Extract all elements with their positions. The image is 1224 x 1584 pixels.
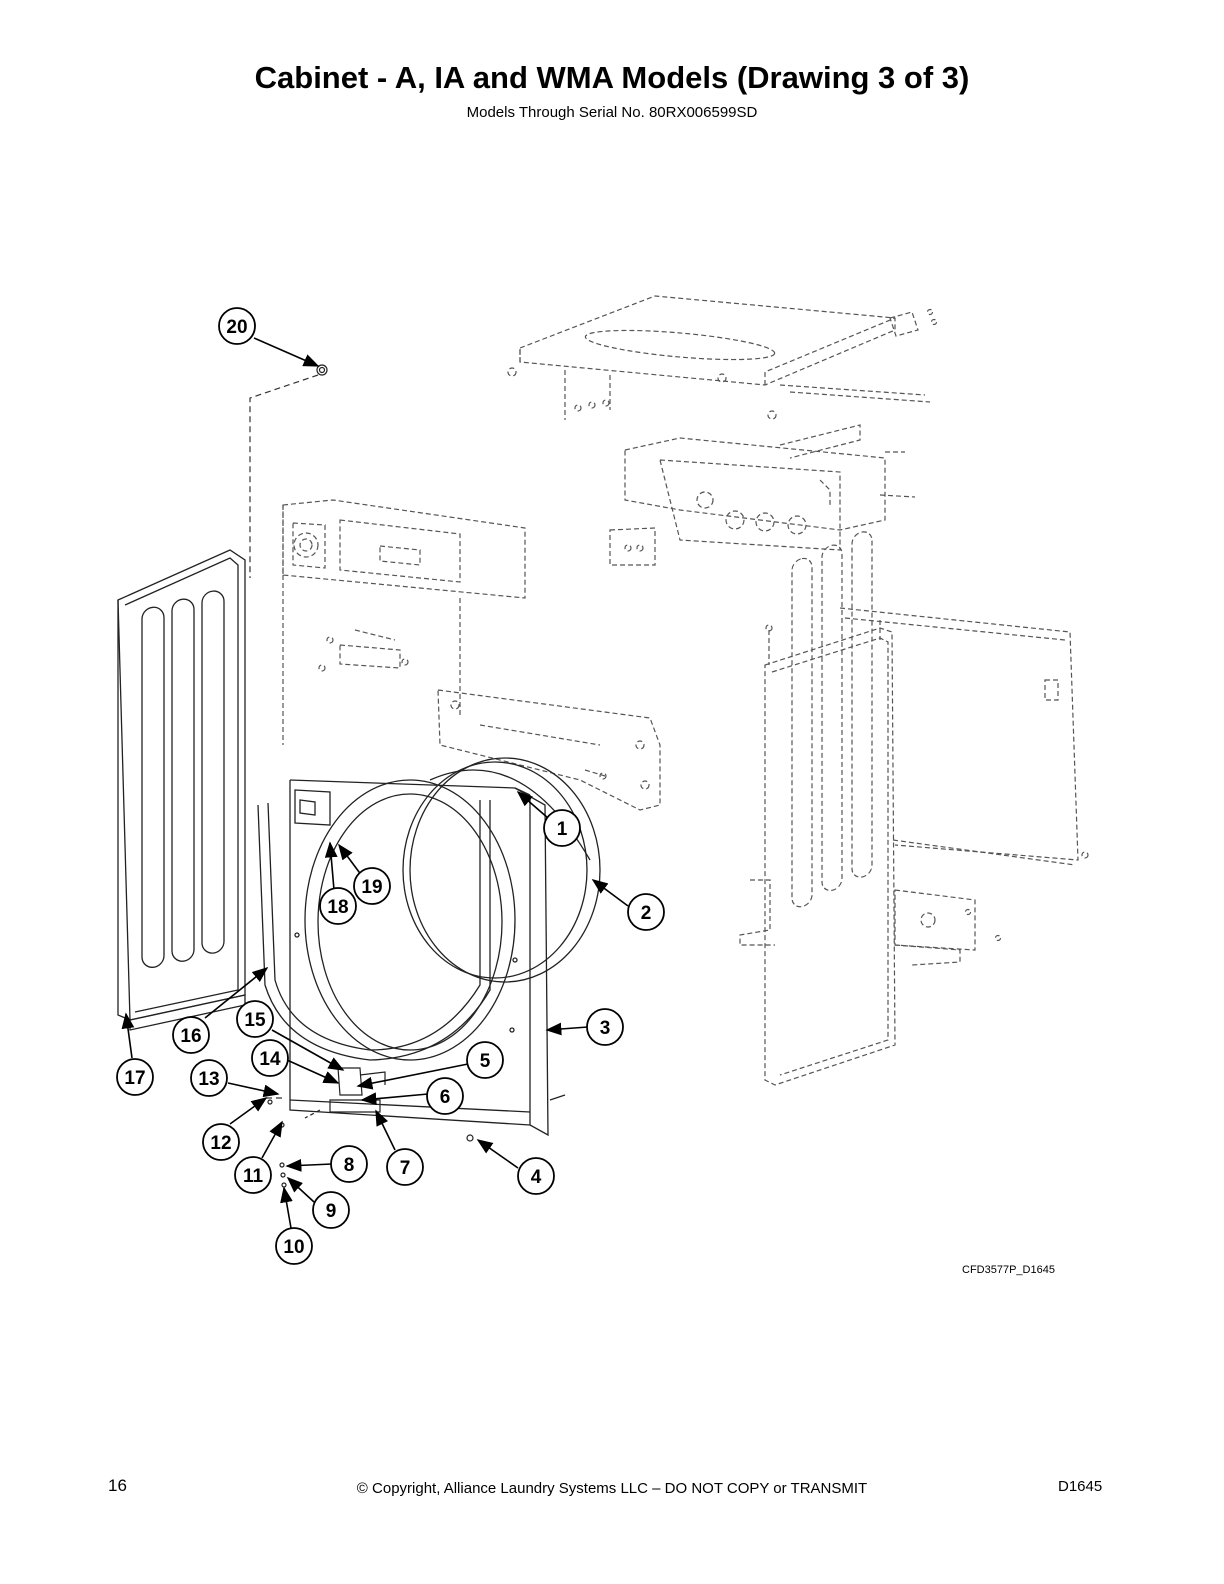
- callout-16: 16: [180, 1026, 201, 1047]
- page-title: Cabinet - A, IA and WMA Models (Drawing …: [254, 60, 970, 95]
- callout-18: 18: [327, 897, 348, 918]
- copyright-notice: © Copyright, Alliance Laundry Systems LL…: [356, 1480, 868, 1497]
- callout-11: 11: [243, 1166, 264, 1187]
- callout-20: 20: [226, 317, 247, 338]
- callout-7: 7: [400, 1158, 411, 1179]
- callout-4: 4: [531, 1167, 542, 1188]
- front-cabinet-panel: [289, 779, 549, 1137]
- dashed-leaders: [249, 374, 319, 1099]
- callout-circles: [116, 307, 665, 1265]
- rear-bracket-lower: [739, 879, 1002, 966]
- rear-support-bracket: [437, 689, 661, 811]
- callout-17: 17: [124, 1068, 145, 1089]
- page-subtitle: Models Through Serial No. 80RX006599SD: [466, 104, 758, 121]
- callout-12: 12: [210, 1133, 231, 1154]
- callout-10: 10: [283, 1237, 304, 1258]
- callout-19: 19: [361, 877, 382, 898]
- callout-8: 8: [344, 1155, 355, 1176]
- callout-13: 13: [198, 1069, 219, 1090]
- callout-3: 3: [600, 1018, 611, 1039]
- door-ring-gasket: [402, 757, 601, 983]
- upper-rear-bracket: [609, 424, 916, 566]
- door-seal-strip: [257, 800, 491, 1061]
- callout-2: 2: [641, 903, 652, 924]
- left-side-panel: [117, 549, 246, 1031]
- top-cover-panel: [507, 295, 938, 420]
- callout-1: 1: [557, 819, 568, 840]
- callout-labels: 20 1 2 3 4 5 6 7 8 9 10 11 12 13 14 15 1…: [124, 317, 651, 1258]
- callout-arrows: [121, 337, 629, 1229]
- callout-9: 9: [326, 1201, 337, 1222]
- control-panel: [282, 499, 526, 745]
- callout-14: 14: [259, 1049, 281, 1070]
- callout-5: 5: [480, 1051, 491, 1072]
- document-id: D1645: [1058, 1478, 1103, 1495]
- drawing-code: CFD3577P_D1645: [962, 1264, 1055, 1276]
- item-20-part: [316, 364, 328, 376]
- callout-6: 6: [440, 1087, 451, 1108]
- right-side-panel: [839, 607, 1089, 866]
- hinge-bracket: [318, 629, 409, 672]
- callout-15: 15: [244, 1010, 266, 1031]
- page-number: 16: [108, 1476, 127, 1495]
- rear-panel-large: [764, 531, 896, 1086]
